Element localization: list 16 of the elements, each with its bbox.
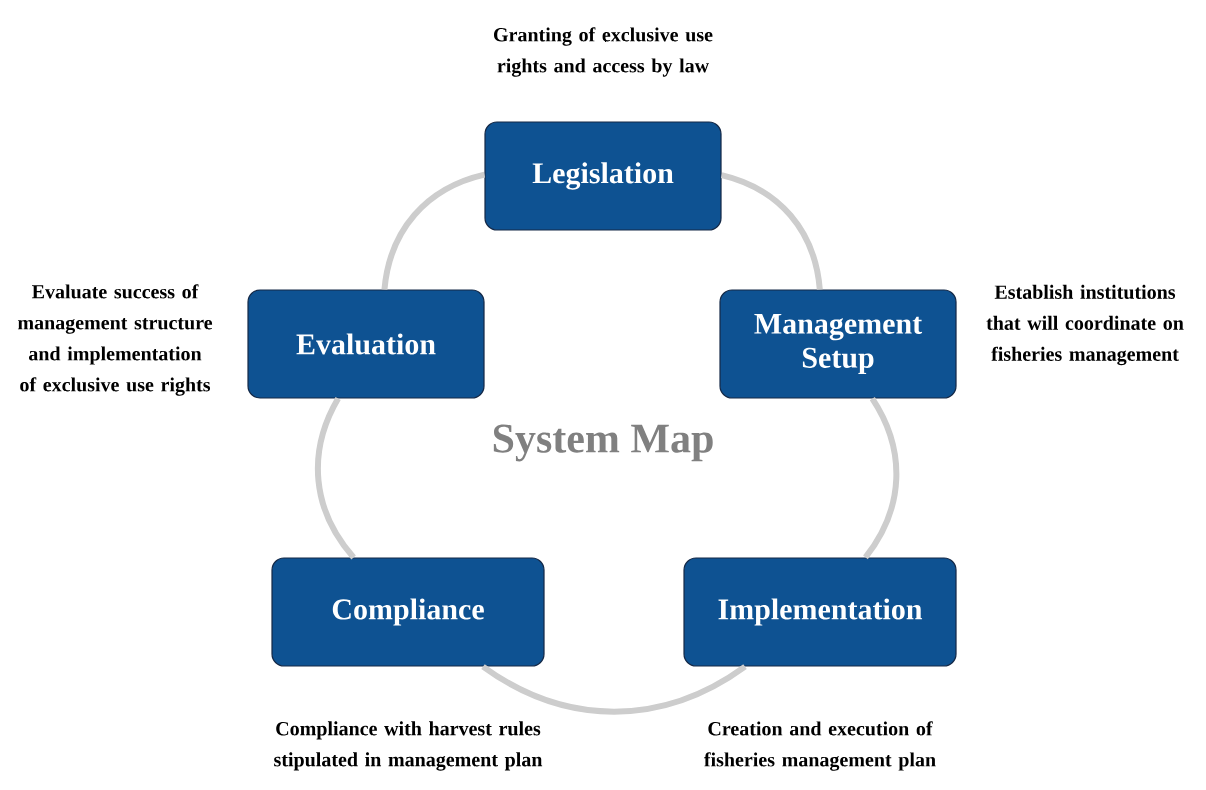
ring-arc [481, 664, 747, 715]
ring-arc [720, 172, 823, 290]
description-text: Compliance with harvest rules stipulated in management plan [274, 721, 543, 771]
description-text: Creation and execution of fisheries management plan [704, 721, 936, 771]
description-text: Granting of exclusive use rights and access by law [494, 27, 713, 77]
ring-arc [381, 171, 486, 290]
description-text: Evaluate success of management structure and implementation of exclusive use rights [17, 284, 213, 396]
process-box: Implementation [683, 557, 957, 667]
center-title: System Map [493, 424, 713, 462]
process-box: Evaluation [247, 289, 485, 399]
ring-arc [315, 397, 356, 560]
description-text: Establish institutions that will coordinate on fisheries management [986, 284, 1184, 366]
ring-arc [863, 397, 900, 560]
process-box: Compliance [271, 557, 545, 667]
process-box: Legislation [484, 121, 722, 231]
process-box: Management Setup [719, 289, 957, 399]
